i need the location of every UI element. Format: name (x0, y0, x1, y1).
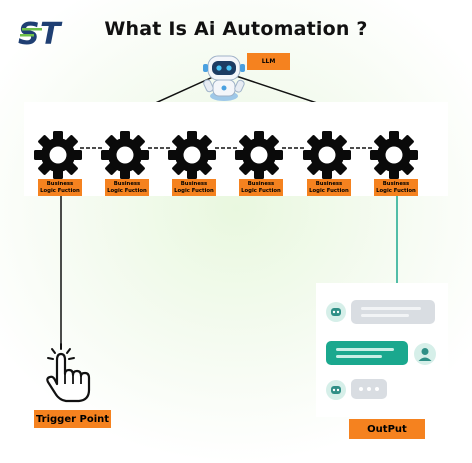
bot-message-bubble (351, 300, 435, 324)
typing-indicator-bubble (351, 379, 387, 399)
bot-avatar-icon (326, 380, 346, 400)
gear-icon (168, 131, 216, 179)
output-chat-card (316, 283, 448, 417)
user-message-bubble (326, 341, 408, 365)
gear-icon (34, 131, 82, 179)
svg-text:T: T (40, 17, 63, 50)
gear-icon (370, 131, 418, 179)
output-label: OutPut (349, 419, 425, 439)
user-avatar-icon (414, 343, 436, 365)
llm-label: LLM (247, 53, 290, 70)
gear-icon (235, 131, 283, 179)
bot-avatar-icon (326, 302, 346, 322)
st-logo-icon: S T (18, 17, 63, 50)
svg-text:S: S (18, 17, 40, 50)
robot-icon (203, 55, 245, 101)
gear-icon (101, 131, 149, 179)
pointer-hand-icon (46, 343, 91, 403)
gear-icon (303, 131, 351, 179)
trigger-point-label: Trigger Point (34, 410, 111, 428)
page-title: What Is Ai Automation ? (104, 18, 368, 40)
